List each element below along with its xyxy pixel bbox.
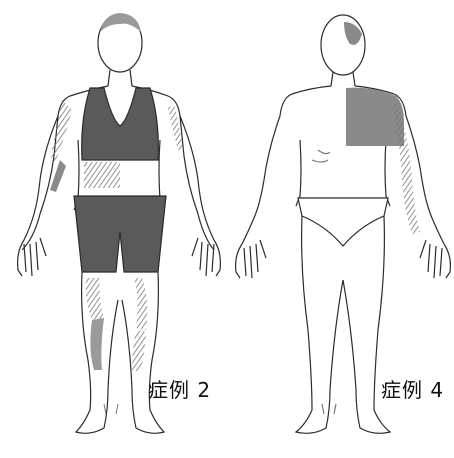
figure-case-4 — [236, 15, 451, 433]
figure-2-left-arm — [242, 116, 280, 244]
figure-1-left-hand — [18, 238, 46, 276]
figure-1-garment-shorts — [74, 196, 166, 272]
figure-2-garment-briefs — [298, 198, 388, 246]
case-label-left: 症例 2 — [148, 374, 211, 403]
figure-2-legs — [296, 216, 390, 433]
figure-2-left-hand — [236, 240, 266, 278]
figure-2-head — [321, 15, 365, 75]
figure-1-garment-top — [82, 88, 159, 160]
figure-1-ankle-detail — [104, 404, 118, 414]
figure-1-right-hand — [192, 238, 220, 276]
figure-case-2 — [18, 13, 221, 433]
figure-2-right-hand — [420, 240, 450, 278]
case-label-right: 症例 4 — [381, 374, 444, 403]
